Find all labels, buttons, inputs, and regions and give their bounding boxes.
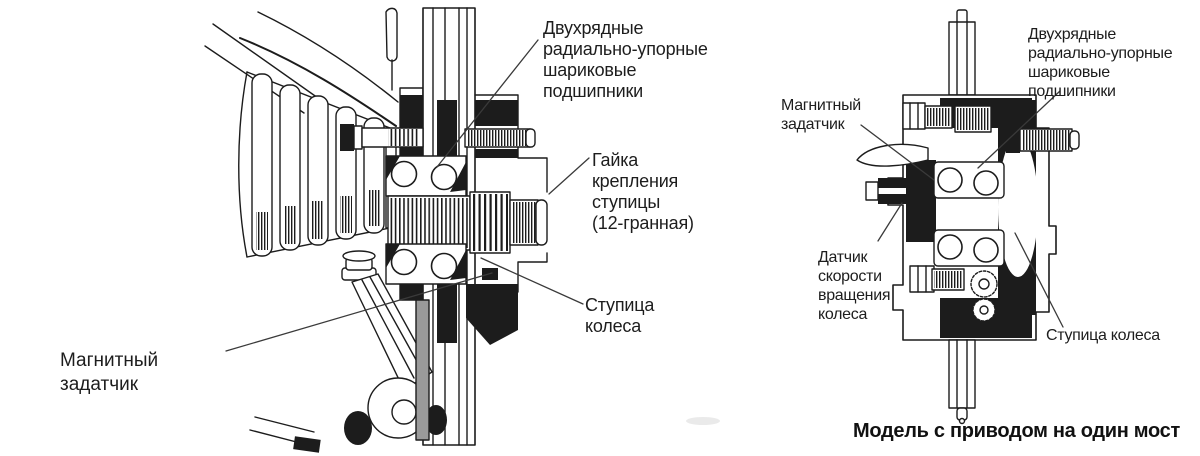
hub-bore-highlight bbox=[998, 137, 1038, 277]
center-threaded-section bbox=[954, 105, 992, 133]
label-right-speed-sensor: Датчик скорости вращения колеса bbox=[818, 249, 891, 323]
print-smudge bbox=[686, 417, 720, 425]
right-diagram bbox=[856, 9, 1080, 425]
label-right-magnetic-encoder: Магнитный задатчик bbox=[781, 97, 861, 133]
leader-right-wheel-hub bbox=[1014, 232, 1064, 328]
bearing-ball bbox=[430, 163, 458, 191]
bearing-ball bbox=[973, 170, 999, 196]
lower-bearing-row bbox=[385, 243, 498, 285]
upper-left-bolt bbox=[902, 102, 953, 130]
bearing-ball bbox=[937, 167, 963, 193]
bearing-ball bbox=[390, 160, 418, 188]
left-leader-lines bbox=[225, 39, 590, 352]
label-right-bearings: Двухрядные радиально-упорные шариковые п… bbox=[1028, 26, 1173, 100]
leader-left-magnetic-encoder bbox=[225, 272, 493, 352]
upper-bearing-row bbox=[385, 155, 467, 197]
leader-left-wheel-hub bbox=[480, 257, 584, 305]
caption-right-diagram: Модель с приводом на один мост bbox=[853, 420, 1180, 442]
speed-sensor-block bbox=[865, 178, 906, 204]
bearing-ball bbox=[390, 248, 418, 276]
right-leader-lines bbox=[860, 90, 1064, 328]
strut-shaft-bottom bbox=[948, 339, 976, 425]
leader-right-speed-sensor bbox=[877, 202, 903, 242]
wheel-stud bbox=[340, 124, 536, 151]
label-left-wheel-hub: Ступица колеса bbox=[585, 295, 655, 336]
ball-joint-assembly bbox=[249, 250, 447, 453]
label-left-hub-nut: Гайка крепления ступицы (12-гранная) bbox=[592, 150, 694, 233]
bearing-ball bbox=[973, 237, 999, 263]
leader-right-bearings bbox=[977, 90, 1061, 169]
steering-knuckle-arm bbox=[239, 7, 399, 127]
bearing-ball bbox=[937, 234, 963, 260]
left-diagram bbox=[204, 7, 590, 453]
strut-shaft-top bbox=[948, 9, 976, 96]
label-left-bearings: Двухрядные радиально-упорные шариковые п… bbox=[543, 18, 708, 101]
hub-nut-drawing bbox=[469, 191, 548, 254]
wheel-mounting-face bbox=[466, 94, 548, 345]
gear-details bbox=[970, 270, 998, 322]
leader-left-hub-nut bbox=[548, 157, 590, 195]
knuckle-arm-thin bbox=[856, 143, 929, 167]
leader-left-bearings bbox=[436, 39, 539, 168]
right-bearings bbox=[933, 161, 1005, 267]
label-left-magnetic-encoder: Магнитный задатчик bbox=[60, 350, 159, 395]
caliper-bracket bbox=[415, 299, 430, 441]
label-right-wheel-hub: Ступица колеса bbox=[1046, 327, 1160, 344]
leader-right-magnetic-encoder bbox=[860, 124, 935, 181]
cv-joint-boot bbox=[238, 71, 397, 258]
splined-axle bbox=[387, 195, 471, 251]
lower-left-bolt bbox=[909, 265, 965, 293]
bearing-ball bbox=[430, 252, 458, 280]
right-wheel-stud bbox=[1006, 127, 1080, 153]
